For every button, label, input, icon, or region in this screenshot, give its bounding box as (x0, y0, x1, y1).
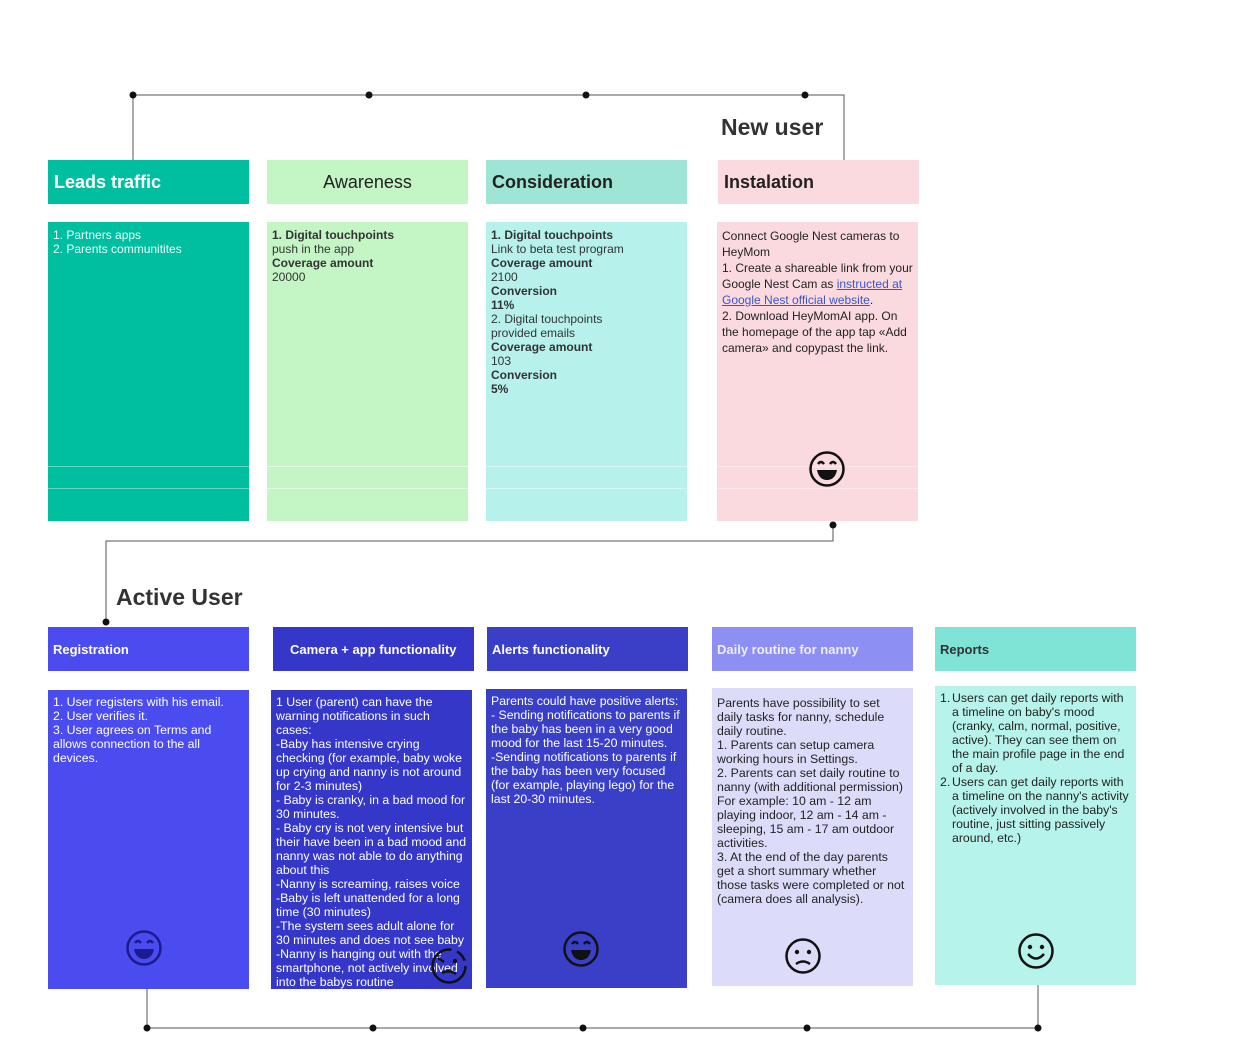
stage-header-instalation: Instalation (718, 160, 919, 204)
list-item: Conversion (491, 284, 558, 298)
laughing-face-icon (563, 931, 599, 967)
list-item: 1.Users can get daily reports with a tim… (940, 691, 1131, 775)
list-item: 103 (491, 354, 512, 368)
smiling-face-icon (1018, 933, 1054, 969)
list-item: 2. Digital touchpoints (491, 312, 603, 326)
stage-card-camera-app: 1 User (parent) can have the warning not… (271, 690, 472, 989)
stage-card-awareness: 1. Digital touchpoints push in the app C… (267, 222, 468, 521)
stage-header-awareness: Awareness (267, 160, 468, 204)
stage-title: Daily routine for nanny (717, 641, 859, 657)
list-item: 1. Partners apps (53, 228, 142, 242)
report-item-text: Users can get daily reports with a timel… (952, 691, 1125, 775)
list-item: provided emails (491, 326, 576, 340)
stage-card-reports: 1.Users can get daily reports with a tim… (935, 686, 1136, 985)
stage-title: Camera + app functionality (290, 641, 457, 657)
stage-header-alerts: Alerts functionality (487, 627, 688, 671)
stage-title: Alerts functionality (492, 641, 610, 657)
confused-face-icon (785, 938, 821, 974)
stage-header-daily-routine: Daily routine for nanny (712, 627, 913, 671)
list-item: 5% (491, 382, 509, 396)
stage-card-leads-traffic: 1. Partners apps 2. Parents communitites (48, 222, 249, 521)
report-item-text: Users can get daily reports with a timel… (952, 775, 1129, 845)
winking-face-icon (431, 948, 467, 984)
section-title-active-user: Active User (116, 584, 243, 610)
list-item: 2100 (491, 270, 518, 284)
stage-header-registration: Registration (48, 627, 249, 671)
list-item: push in the app (272, 242, 355, 256)
list-item: 11% (491, 298, 515, 312)
google-nest-link[interactable]: instructed at Google Nest official websi… (722, 277, 903, 307)
stage-card-daily-routine: Parents have possibility to set daily ta… (712, 688, 913, 986)
list-item: 2. Parents communitites (53, 242, 182, 256)
instalation-step-1: 1. Create a shareable link from your Goo… (722, 260, 913, 308)
step-text: . (869, 293, 874, 307)
list-item: 20000 (272, 270, 306, 284)
list-item: Coverage amount (491, 340, 593, 354)
section-title-new-user: New user (721, 114, 824, 140)
list-item: Coverage amount (272, 256, 374, 270)
list-item: 1. Digital touchpoints (272, 228, 394, 242)
stage-title: Awareness (323, 171, 412, 192)
stage-title: Reports (940, 641, 990, 657)
stage-header-reports: Reports (935, 627, 1136, 671)
instalation-step-2: 2. Download HeyMomAI app. On the homepag… (722, 309, 907, 355)
stage-header-leads-traffic: Leads traffic (48, 160, 249, 204)
stage-title: Consideration (492, 171, 614, 192)
list-item: Conversion (491, 368, 558, 382)
list-item: Coverage amount (491, 256, 593, 270)
stage-card-consideration: 1. Digital touchpoints Link to beta test… (486, 222, 687, 521)
list-item: 1. Digital touchpoints (491, 228, 613, 242)
stage-header-consideration: Consideration (486, 160, 687, 204)
list-item: Link to beta test program (491, 242, 624, 256)
stage-card-registration: 1. User registers with his email. 2. Use… (48, 690, 249, 989)
list-item: 2.Users can get daily reports with a tim… (940, 775, 1131, 845)
laughing-face-icon (809, 451, 845, 487)
stage-header-camera-app: Camera + app functionality (273, 627, 474, 671)
stage-title: Registration (53, 641, 129, 657)
stage-title: Instalation (724, 171, 815, 192)
laughing-face-icon (126, 930, 162, 966)
step-text: 1. Create a shareable link from your Goo… (722, 261, 913, 291)
stage-card-alerts: Parents could have positive alerts: - Se… (486, 689, 687, 988)
instalation-intro: Connect Google Nest cameras to HeyMom (722, 229, 900, 259)
stage-title: Leads traffic (54, 171, 162, 192)
